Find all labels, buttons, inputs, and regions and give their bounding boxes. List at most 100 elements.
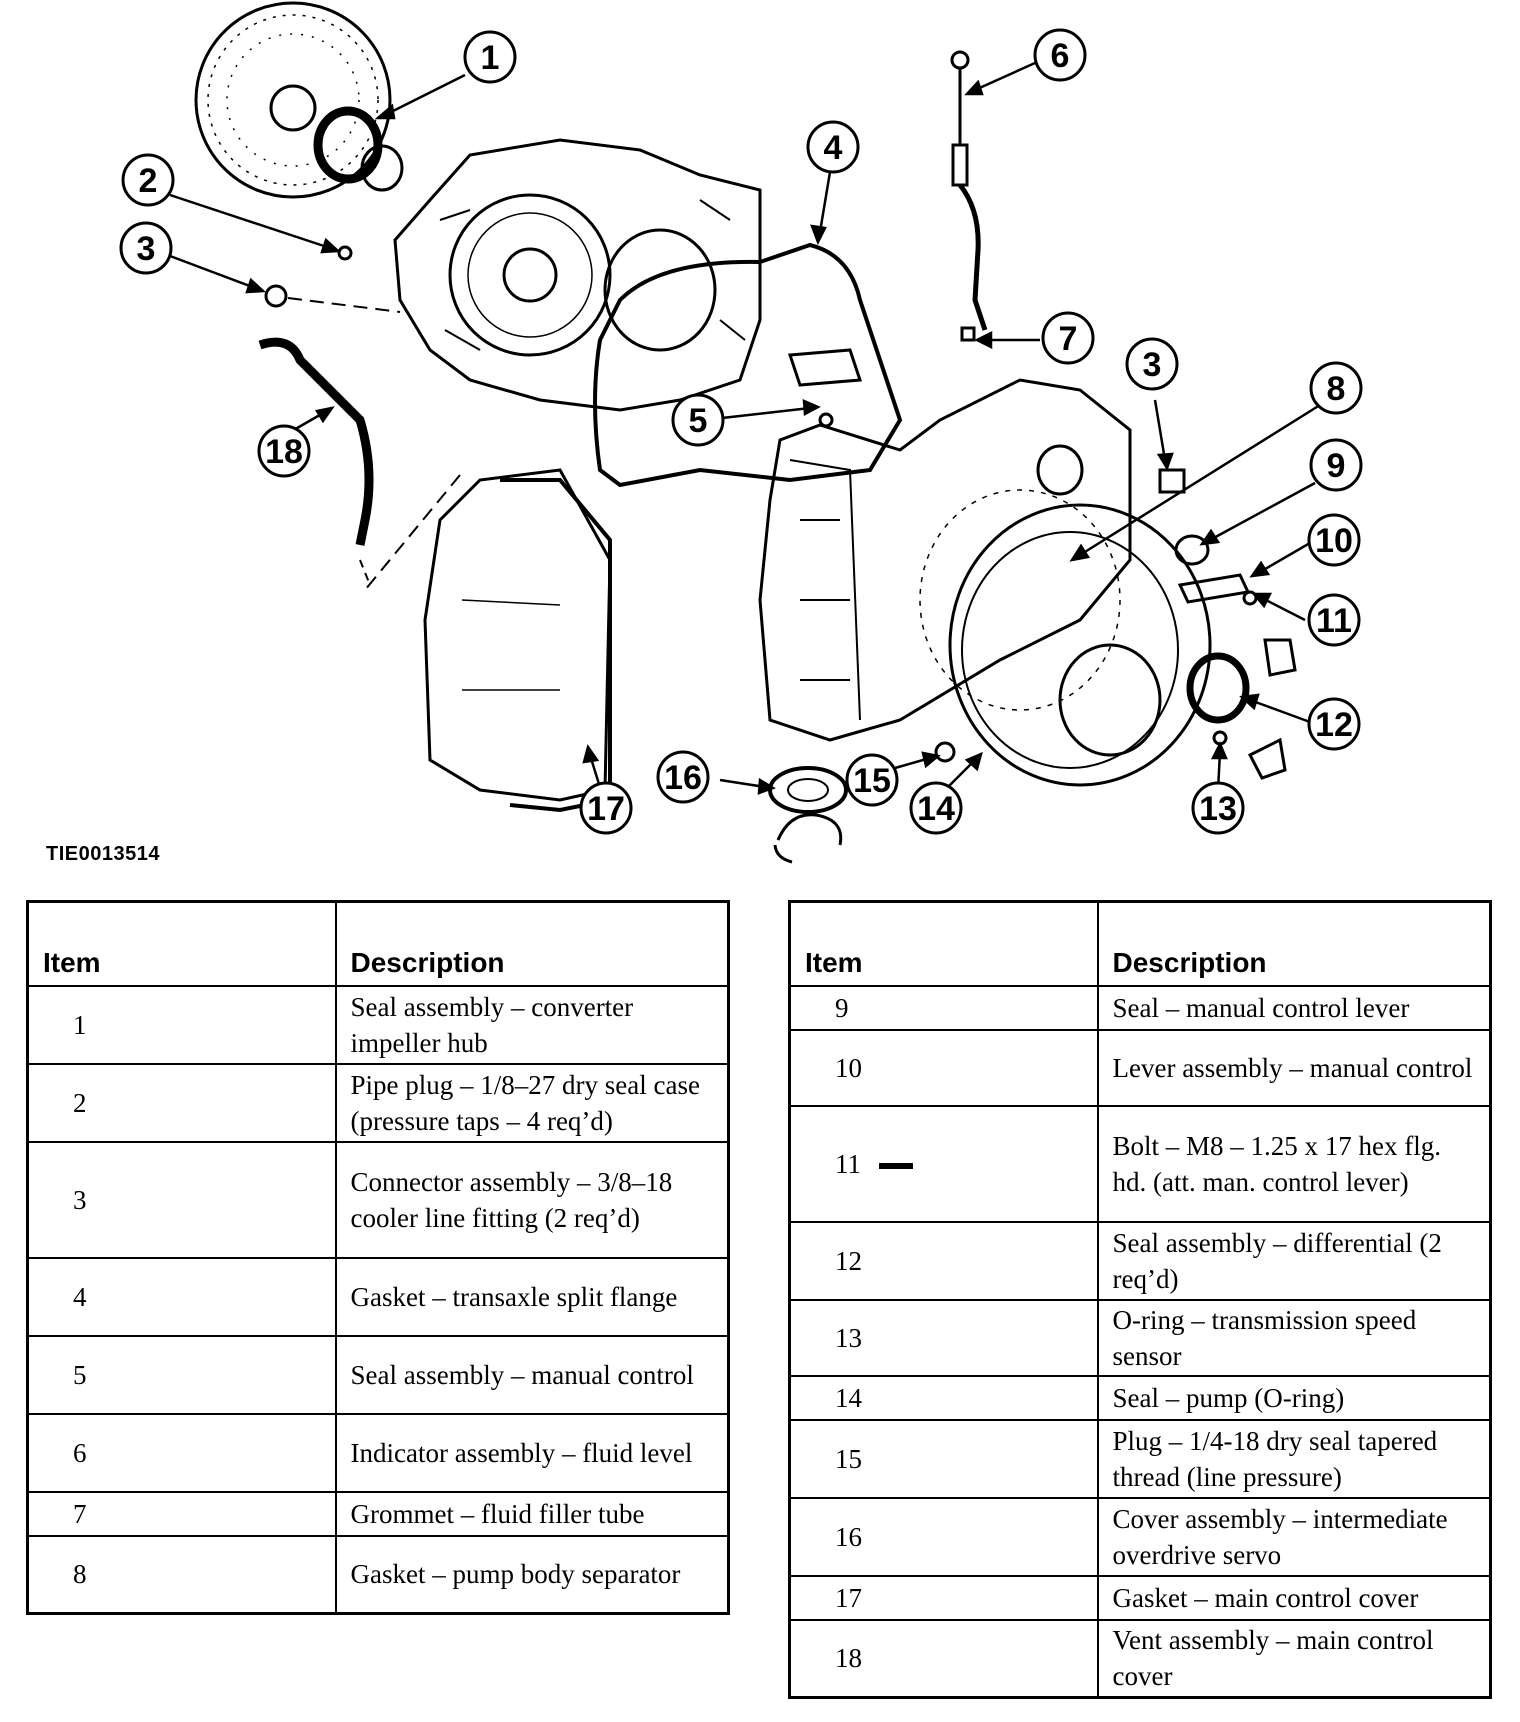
item-number-text: 3 xyxy=(73,1184,87,1215)
header-item: Item xyxy=(26,900,337,987)
item-description: Seal assembly – differential (2 req’d) xyxy=(1096,1220,1492,1301)
callout-10: 10 xyxy=(1307,513,1361,567)
callout-16: 16 xyxy=(656,750,710,804)
svg-text:15: 15 xyxy=(853,762,891,800)
leader-lines xyxy=(169,61,1321,798)
table-row: 12 Seal assembly – differential (2 req’d) xyxy=(788,1220,1492,1301)
item-number-text: 11 xyxy=(835,1148,861,1179)
svg-text:18: 18 xyxy=(265,433,303,471)
callout-2: 2 xyxy=(121,153,175,207)
converter-housing xyxy=(393,138,762,412)
item-number: 1 xyxy=(26,984,337,1065)
item-number-text: 8 xyxy=(73,1559,87,1590)
item-number-text: 6 xyxy=(73,1437,87,1468)
item-description: Cover assembly – intermediate overdrive … xyxy=(1096,1496,1492,1577)
new-part-marker-icon xyxy=(879,1163,913,1170)
differential-seal xyxy=(1186,652,1250,724)
table-header-row: Item Description xyxy=(26,900,730,987)
item-description: Plug – 1/4-18 dry seal tapered thread (l… xyxy=(1096,1418,1492,1499)
svg-text:8: 8 xyxy=(1327,370,1346,408)
callout-6: 6 xyxy=(1033,28,1087,82)
item-description: Pipe plug – 1/8–27 dry seal case (pressu… xyxy=(334,1062,730,1143)
item-number: 15 xyxy=(788,1418,1099,1499)
speed-sensor xyxy=(1263,638,1297,677)
torque-converter xyxy=(194,1,392,199)
parts-table-left: Item Description 1 Seal assembly – conver… xyxy=(26,900,730,1615)
line-pressure-plug xyxy=(934,741,956,763)
item-description: Vent assembly – main control cover xyxy=(1096,1618,1492,1699)
transaxle-case xyxy=(758,378,1212,787)
figure-id: TIE0013514 xyxy=(46,843,160,865)
cooler-fitting-left xyxy=(264,284,288,308)
table-row: 18 Vent assembly – main control cover xyxy=(788,1618,1492,1699)
svg-text:1: 1 xyxy=(481,39,500,77)
table-header-row: Item Description xyxy=(788,900,1492,987)
item-description: O-ring – transmission speed sensor xyxy=(1096,1298,1492,1377)
item-number-text: 15 xyxy=(835,1443,862,1474)
item-number-text: 7 xyxy=(73,1498,87,1529)
split-flange-gasket xyxy=(593,242,903,488)
table-row: 5 Seal assembly – manual control xyxy=(26,1334,730,1415)
item-number-text: 14 xyxy=(835,1382,862,1413)
manual-control-lever xyxy=(1177,573,1251,604)
item-description: Seal assembly – converter impeller hub xyxy=(334,984,730,1065)
callout-4: 4 xyxy=(806,120,860,174)
item-description: Seal – pump (O-ring) xyxy=(1096,1374,1492,1421)
servo-cover xyxy=(768,766,848,814)
table-row: 16 Cover assembly – intermediate overdriv… xyxy=(788,1496,1492,1577)
item-description: Grommet – fluid filler tube xyxy=(334,1490,730,1537)
callout-3-right: 3 xyxy=(1125,337,1179,391)
callout-3-left: 3 xyxy=(119,221,173,275)
svg-text:13: 13 xyxy=(1199,790,1237,828)
converter-hub xyxy=(360,144,404,192)
callout-11: 11 xyxy=(1307,593,1361,647)
callout-13: 13 xyxy=(1191,781,1245,835)
svg-text:17: 17 xyxy=(587,790,625,828)
exploded-transaxle-diagram: 1 2 3 4 5 6 7 3 8 9 10 11 12 13 14 15 16… xyxy=(119,1,1363,864)
diagram-svg: 1 2 3 4 5 6 7 3 8 9 10 11 12 13 14 15 16… xyxy=(119,1,1363,864)
main-control-cover xyxy=(423,468,612,813)
pipe-plug xyxy=(337,245,353,261)
item-number-text: 1 xyxy=(73,1009,87,1040)
svg-text:2: 2 xyxy=(139,162,158,200)
item-number: 16 xyxy=(788,1496,1099,1577)
item-number-text: 16 xyxy=(835,1521,862,1552)
callout-1: 1 xyxy=(463,30,517,84)
svg-text:12: 12 xyxy=(1315,706,1353,744)
snap-ring xyxy=(773,813,843,864)
callout-18: 18 xyxy=(257,424,311,478)
item-number: 5 xyxy=(26,1334,337,1415)
item-number: 14 xyxy=(788,1374,1099,1421)
item-number: 13 xyxy=(788,1298,1099,1377)
item-number: 7 xyxy=(26,1490,337,1537)
svg-text:16: 16 xyxy=(664,759,702,797)
callout-5: 5 xyxy=(671,393,725,447)
fluid-level-indicator xyxy=(950,50,988,342)
item-number-text: 5 xyxy=(73,1359,87,1390)
item-number: 10 xyxy=(788,1028,1099,1107)
item-description: Gasket – main control cover xyxy=(1096,1574,1492,1621)
svg-text:3: 3 xyxy=(137,230,156,268)
callout-15: 15 xyxy=(845,753,899,807)
item-number-text: 18 xyxy=(835,1643,862,1674)
item-number: 3 xyxy=(26,1140,337,1259)
item-description: Bolt – M8 – 1.25 x 17 hex flg. hd. (att.… xyxy=(1096,1104,1492,1223)
vent-tube xyxy=(258,337,374,546)
table-row: 11 Bolt – M8 – 1.25 x 17 hex flg. hd. (at… xyxy=(788,1104,1492,1223)
item-description: Seal assembly – manual control xyxy=(334,1334,730,1415)
item-number-text: 12 xyxy=(835,1245,862,1276)
header-item: Item xyxy=(788,900,1099,987)
item-number-text: 4 xyxy=(73,1281,87,1312)
item-description: Gasket – transaxle split flange xyxy=(334,1256,730,1337)
item-description: Seal – manual control lever xyxy=(1096,984,1492,1031)
header-description: Description xyxy=(1096,900,1492,987)
callout-17: 17 xyxy=(579,781,633,835)
